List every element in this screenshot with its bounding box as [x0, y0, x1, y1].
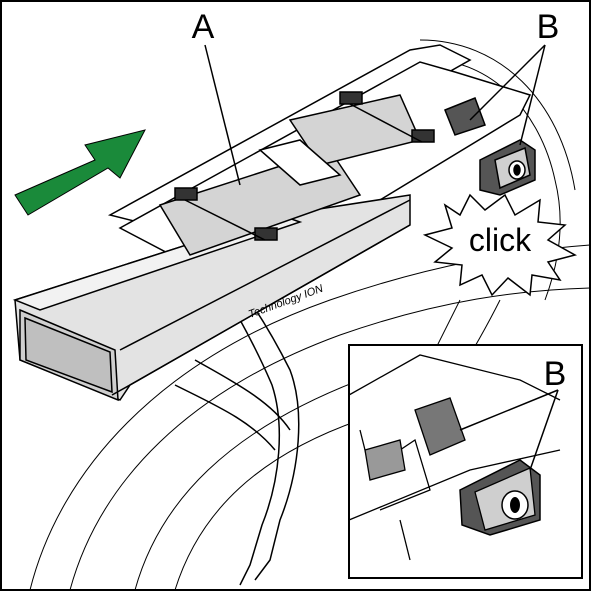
lock-cylinder-main [444, 97, 536, 196]
click-text: click [469, 222, 532, 258]
label-B-main: B [537, 8, 560, 46]
push-direction-arrow [14, 129, 146, 216]
inset-detail [348, 344, 583, 579]
label-A: A [192, 8, 215, 46]
label-B-inset: B [544, 355, 567, 393]
callout-lines [204, 44, 559, 471]
carrier-clips [174, 91, 435, 241]
click-burst: click [422, 193, 578, 297]
